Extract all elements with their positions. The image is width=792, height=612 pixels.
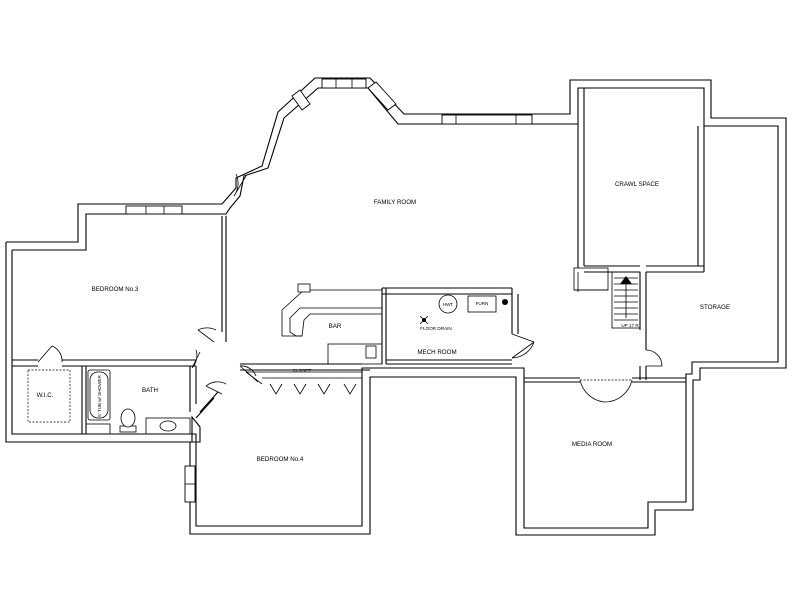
label-mech-room: MECH ROOM xyxy=(417,349,456,356)
door-storage xyxy=(645,349,663,367)
label-hwt: HWT xyxy=(443,302,454,307)
furnace xyxy=(467,295,497,313)
mech-fixtures xyxy=(419,294,508,325)
label-tub-shower: 5' TUB w/ SHOWER xyxy=(97,375,102,417)
window-bedroom3 xyxy=(125,205,183,215)
hwt-tank xyxy=(438,294,458,314)
window-bay-top xyxy=(321,78,367,89)
bar-fixture xyxy=(297,283,311,293)
doors xyxy=(37,173,663,403)
window-bay-left xyxy=(291,89,311,111)
door-hall-left xyxy=(191,349,201,369)
label-crawl-space: CRAWL SPACE xyxy=(615,181,659,188)
window-family-room xyxy=(441,114,533,125)
door-hall-right xyxy=(205,381,227,395)
exterior-walls xyxy=(5,77,787,536)
door-mech xyxy=(511,333,535,359)
bath-sink xyxy=(159,420,177,432)
label-bath: BATH xyxy=(142,387,158,394)
bathtub xyxy=(87,369,111,421)
exterior-wall-outer xyxy=(5,77,787,536)
label-bedroom-4: BEDROOM No.4 xyxy=(257,456,304,463)
bar-sink xyxy=(365,345,377,359)
bar-counter xyxy=(281,283,383,365)
wic-shelving xyxy=(27,369,71,423)
door-wic xyxy=(37,345,63,363)
door-media-double xyxy=(579,379,633,403)
stairs xyxy=(573,267,641,329)
label-wic: W.I.C. xyxy=(37,392,54,399)
interior-walls xyxy=(12,88,705,434)
closet-bifold xyxy=(245,371,362,395)
windows xyxy=(125,78,533,503)
label-floor-drain: FLOOR DRAIN xyxy=(420,326,451,331)
label-furn: FURN xyxy=(476,301,489,306)
room-labels: FAMILY ROOM CRAWL SPACE BEDROOM No.3 BAR… xyxy=(37,181,731,463)
window-bay-right xyxy=(367,81,397,111)
mech-vent-icon xyxy=(502,299,508,305)
fixture-labels: CLOSET HWT FURN FLOOR DRAIN UP 17 R 5' T… xyxy=(97,301,639,417)
label-stairs: UP 17 R xyxy=(621,323,639,328)
door-bedroom3 xyxy=(197,327,217,343)
label-family-room: FAMILY ROOM xyxy=(374,199,416,206)
bath-fixtures xyxy=(27,369,191,435)
label-closet: CLOSET xyxy=(293,368,312,373)
exterior-wall-inner xyxy=(11,87,779,529)
stairs-up-arrow-icon xyxy=(620,276,632,284)
door-family-exterior xyxy=(233,173,247,197)
label-storage: STORAGE xyxy=(700,304,730,311)
label-bedroom-3: BEDROOM No.3 xyxy=(92,286,139,293)
label-bar: BAR xyxy=(329,323,342,330)
label-media-room: MEDIA ROOM xyxy=(572,441,612,448)
toilet-bowl xyxy=(120,408,136,428)
